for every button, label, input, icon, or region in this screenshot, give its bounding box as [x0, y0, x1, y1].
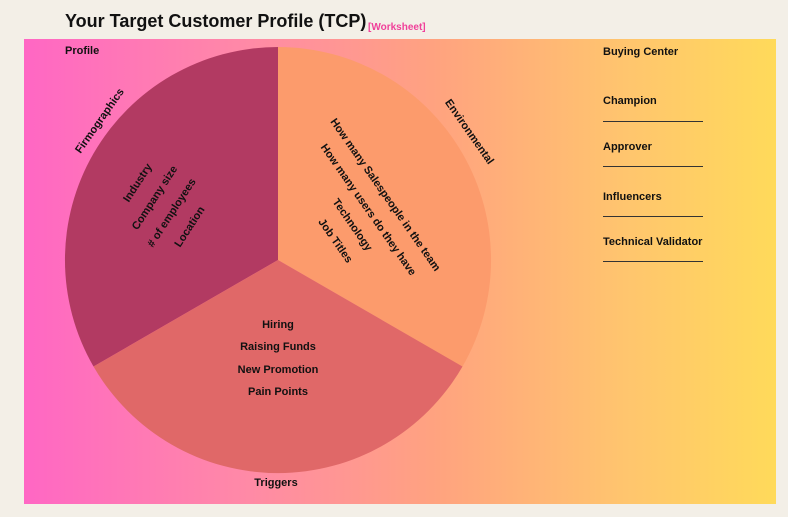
buying-center-title: Buying Center	[603, 46, 679, 58]
triggers-item: Pain Points	[248, 386, 308, 398]
page-title: Your Target Customer Profile (TCP)	[65, 11, 367, 31]
buying-center-role: Influencers	[603, 191, 662, 203]
champion-blank-line[interactable]	[603, 121, 703, 122]
worksheet-tag: [Worksheet]	[368, 22, 426, 33]
firmographics-slice	[64, 46, 278, 367]
influencers-blank-line[interactable]	[603, 216, 703, 217]
profile-label: Profile	[65, 45, 100, 57]
buying-center-role: Technical Validator	[603, 236, 703, 248]
buying-center-role: Champion	[603, 95, 657, 107]
triggers-label: Triggers	[254, 477, 298, 489]
buying-center-role: Approver	[603, 141, 652, 153]
triggers-slice	[93, 260, 463, 474]
technical-validator-blank-line[interactable]	[603, 261, 703, 262]
triggers-item: New Promotion	[237, 364, 319, 376]
approver-blank-line[interactable]	[603, 166, 703, 167]
environmental-slice	[278, 47, 492, 367]
triggers-item: Raising Funds	[240, 341, 316, 353]
triggers-item: Hiring	[262, 319, 294, 331]
